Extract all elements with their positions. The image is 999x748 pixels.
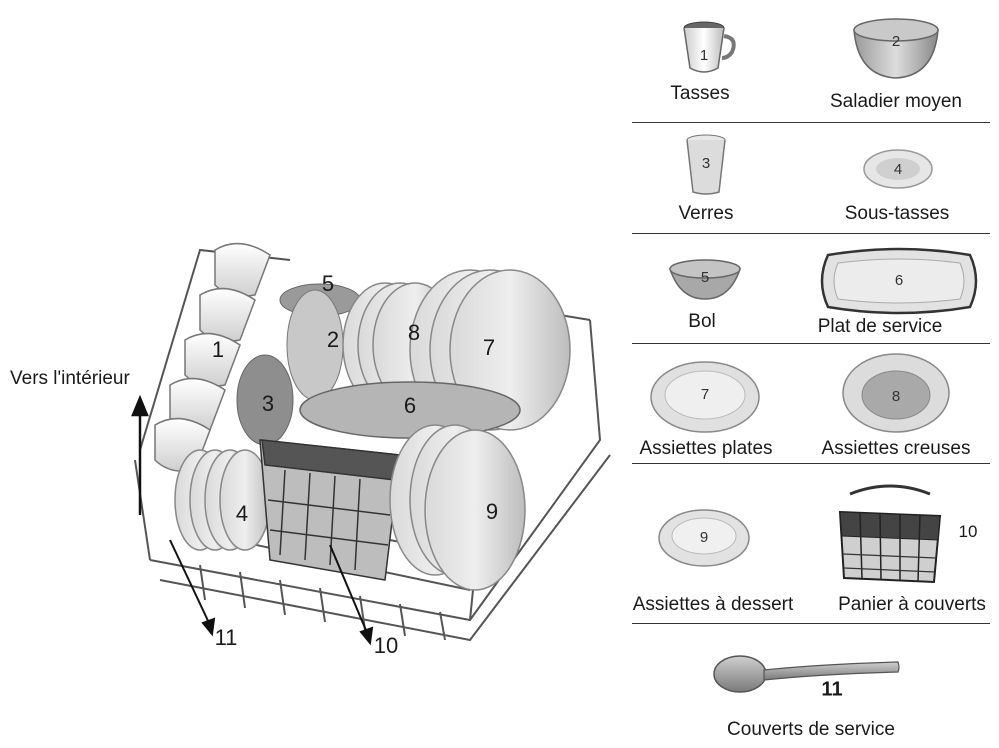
rack-number-6: 6: [404, 393, 416, 419]
serving-spoon-icon: [712, 648, 902, 700]
legend-label-saladier: Saladier moyen: [830, 91, 962, 113]
rack-number-11: 11: [215, 625, 238, 651]
dessert-plate-icon: 9: [657, 508, 751, 568]
rack-cutlery-basket: [260, 440, 400, 580]
rack-number-2: 2: [327, 327, 339, 353]
legend-label-tasses: Tasses: [670, 83, 729, 105]
rack-dessert-plates: [390, 425, 525, 590]
legend-label-sous-tasses: Sous-tasses: [845, 203, 950, 225]
glass-icon: 3: [684, 134, 728, 196]
legend-label-verres: Verres: [679, 203, 734, 225]
legend-divider: [632, 623, 990, 624]
saucer-icon: 4: [862, 148, 934, 190]
direction-arrow: [133, 398, 147, 515]
rack-number-1: 1: [212, 337, 224, 363]
svg-text:9: 9: [700, 529, 708, 546]
cutlery-basket-icon: [830, 482, 950, 586]
legend-label-bol: Bol: [688, 311, 715, 333]
svg-text:8: 8: [892, 388, 900, 405]
svg-text:4: 4: [894, 161, 902, 178]
legend-divider: [632, 122, 990, 123]
rack-number-4: 4: [236, 501, 248, 527]
legend-label-panier-couverts: Panier à couverts: [838, 594, 986, 616]
legend-label-assiettes-plates: Assiettes plates: [639, 438, 772, 460]
legend-divider: [632, 463, 990, 464]
legend-label-couverts-service: Couverts de service: [727, 719, 895, 741]
legend-number-11: 11: [821, 679, 842, 702]
legend-label-assiettes-creuses: Assiettes creuses: [822, 438, 971, 460]
rack-saucers: [175, 450, 270, 550]
svg-text:7: 7: [701, 386, 709, 403]
svg-text:6: 6: [895, 272, 903, 289]
legend-number-10: 10: [959, 522, 978, 542]
rack-number-8: 8: [408, 320, 420, 346]
soup-plate-icon: 8: [840, 351, 952, 435]
serving-dish-icon: 6: [816, 247, 982, 315]
salad-bowl-icon: 2: [850, 16, 942, 82]
rack-number-3: 3: [262, 391, 274, 417]
svg-text:2: 2: [892, 33, 900, 50]
direction-label: Vers l'intérieur: [10, 368, 130, 390]
legend-label-assiettes-dessert: Assiettes à dessert: [633, 594, 794, 616]
legend-number: 1: [700, 47, 708, 64]
rack-number-5: 5: [322, 271, 334, 297]
svg-text:3: 3: [702, 155, 710, 172]
legend-divider: [632, 343, 990, 344]
flat-plate-icon: 7: [648, 359, 762, 435]
legend-label-plat-service: Plat de service: [818, 316, 943, 338]
svg-text:5: 5: [701, 269, 709, 286]
rack-number-9: 9: [486, 499, 498, 525]
rack-number-7: 7: [483, 335, 495, 361]
legend-divider: [632, 233, 990, 234]
cup-icon: 1: [678, 20, 738, 76]
bowl-icon: 5: [666, 257, 744, 301]
rack-number-10: 10: [374, 633, 398, 659]
